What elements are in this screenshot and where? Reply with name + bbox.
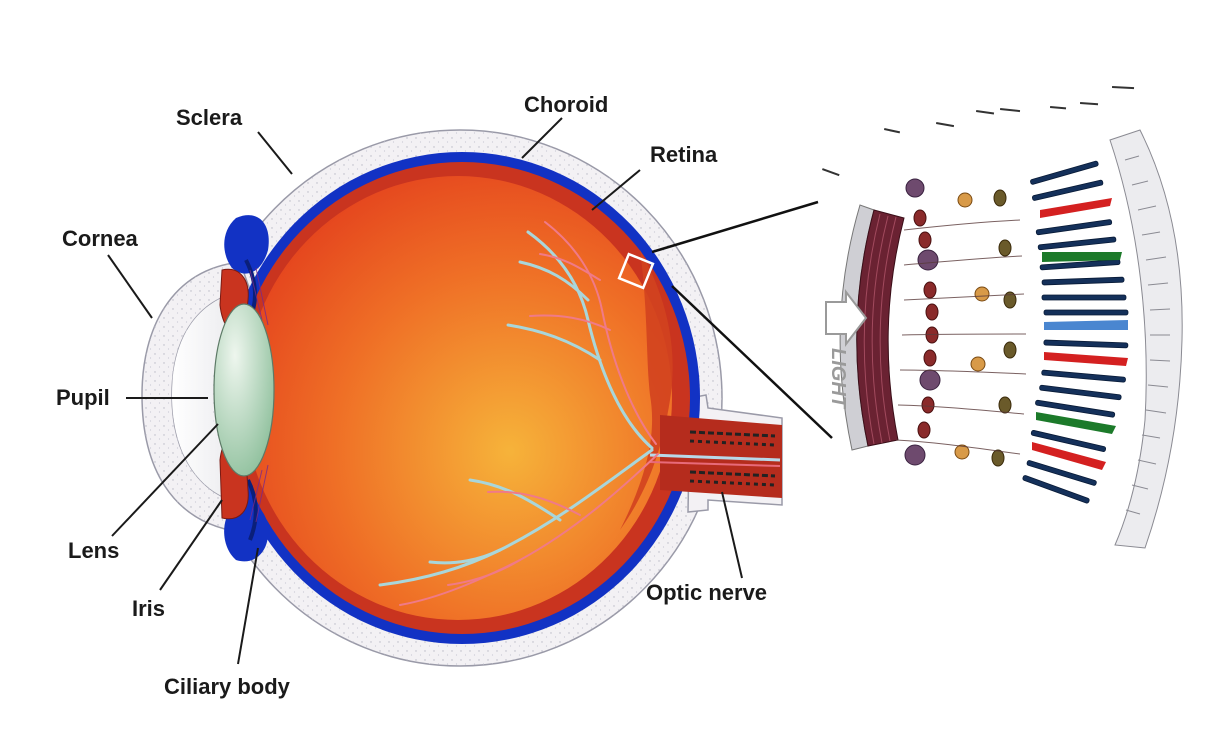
cornea-texture xyxy=(142,262,250,532)
retina-label: Retina xyxy=(650,142,718,167)
blue-cone xyxy=(1044,320,1128,330)
horizontal-cells xyxy=(991,189,1017,467)
arrow-icon xyxy=(825,289,868,347)
green-cone xyxy=(1042,252,1122,262)
light-arrow: LIGHT xyxy=(825,289,868,410)
ciliary-body-label: Ciliary body xyxy=(164,674,291,699)
iris-label: Iris xyxy=(132,596,165,621)
red-cone xyxy=(1044,352,1128,366)
cornea-label: Cornea xyxy=(62,226,139,251)
macula-region xyxy=(620,250,673,530)
cone-cells xyxy=(1032,198,1128,470)
zoom-line-bottom xyxy=(671,285,833,439)
lens xyxy=(213,303,275,477)
red-cone xyxy=(1040,198,1112,218)
retinal-blood-vessels xyxy=(378,221,659,606)
amacrine-cells xyxy=(954,192,990,460)
light-label: LIGHT xyxy=(827,348,849,410)
optic-nerve-fibres xyxy=(649,430,781,487)
zoom-line-top xyxy=(651,200,819,254)
pupil-label: Pupil xyxy=(56,385,110,410)
ganglion-cells xyxy=(904,178,941,466)
vitreous-body xyxy=(244,176,672,620)
rod-cells xyxy=(1022,160,1129,504)
sclera-label: Sclera xyxy=(176,105,243,130)
red-cone xyxy=(1032,442,1106,470)
optic-nerve-label: Optic nerve xyxy=(646,580,767,605)
label-leaders xyxy=(107,117,743,665)
retina-cross-section: LIGHT xyxy=(822,86,1183,549)
choroid-label: Choroid xyxy=(524,92,608,117)
pigment-epithelium xyxy=(1109,129,1183,549)
green-cone xyxy=(1036,412,1116,434)
lens-label: Lens xyxy=(68,538,119,563)
tiny-layer-labels xyxy=(822,86,1135,177)
bipolar-cells xyxy=(913,209,939,439)
eyeball xyxy=(141,129,783,667)
retina-detail-marker xyxy=(617,252,655,290)
pigment-cells xyxy=(1124,155,1171,515)
